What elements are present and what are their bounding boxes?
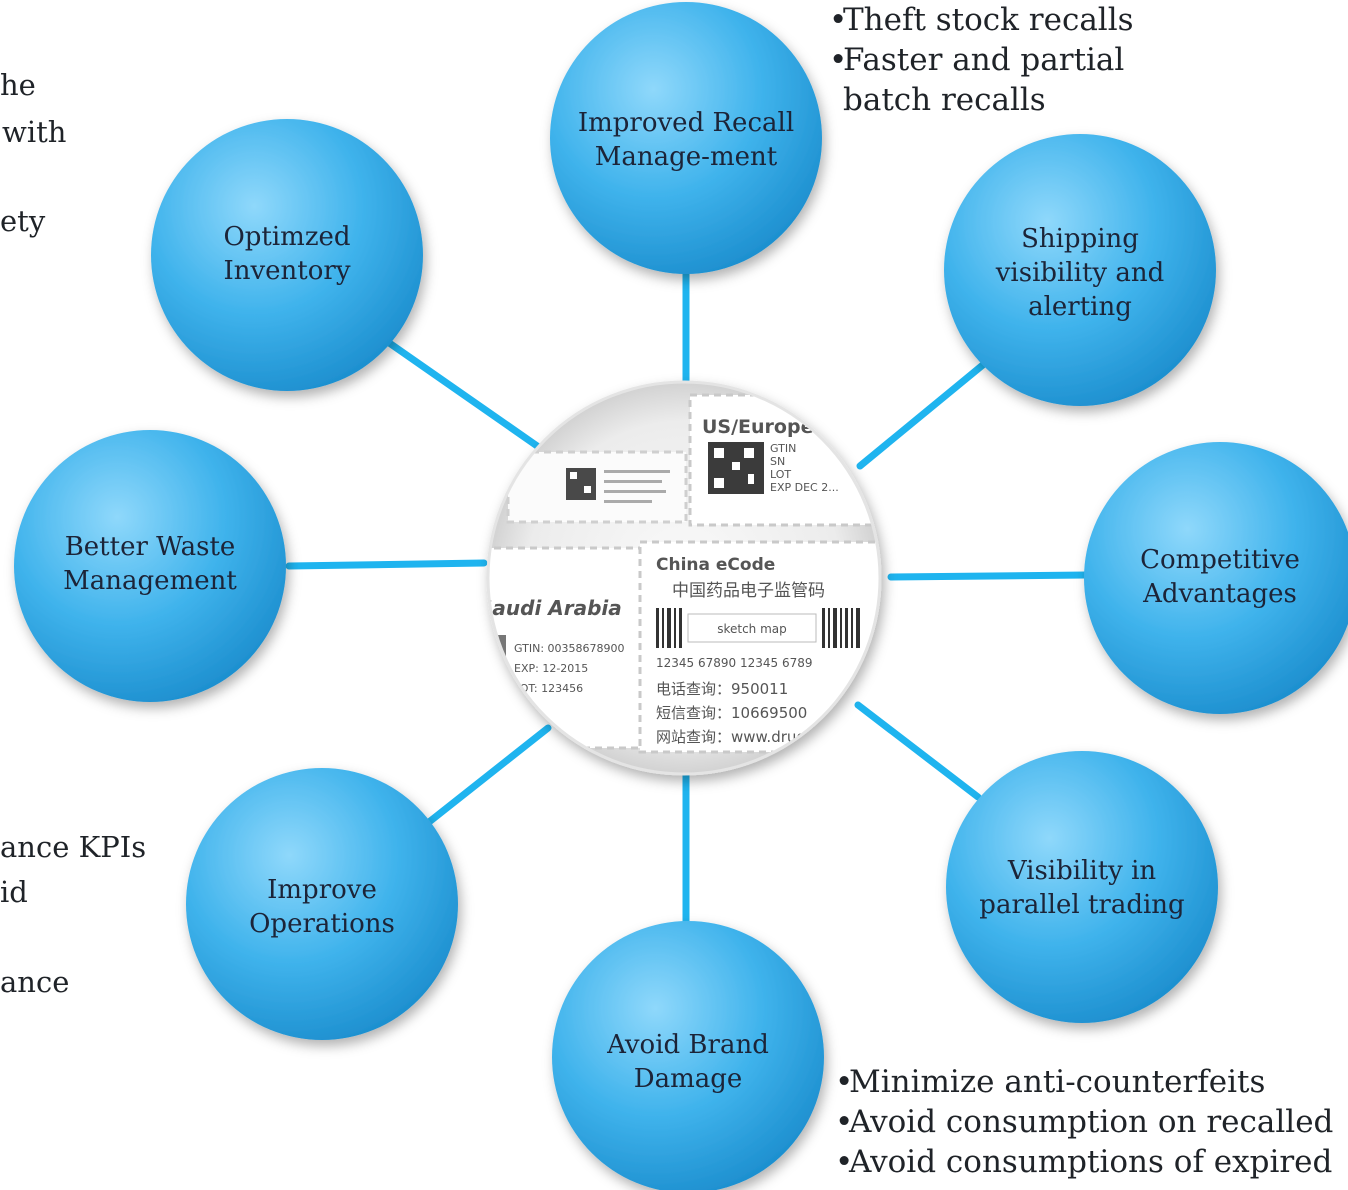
us-field-lot: LOT xyxy=(770,468,791,481)
barcode xyxy=(656,608,860,648)
bubble-operations xyxy=(186,768,458,1040)
sa-field-exp: EXP: 12-2015 xyxy=(514,662,588,675)
bubble-shipping xyxy=(944,134,1216,406)
sa-field-lot: LOT: 123456 xyxy=(514,682,583,695)
callout-item: Minimize anti-counterfeits xyxy=(835,1062,1333,1102)
bubble-parallel xyxy=(946,751,1218,1023)
web-line: 网站查询：www.drug xyxy=(656,728,806,746)
fragment-top-2: with xyxy=(2,115,67,149)
connector-parallel xyxy=(854,701,982,801)
node-parallel xyxy=(946,751,1218,1023)
hub-image: US/Europe GTIN SN LOT EXP DEC 2... xyxy=(478,380,882,776)
callout-item: Avoid consumptions of expired xyxy=(835,1142,1333,1182)
callout-item: Theft stock recalls xyxy=(829,0,1159,40)
sketch-map-label: sketch map xyxy=(717,622,787,636)
node-waste xyxy=(14,430,286,702)
sms-line: 短信查询：10669500 xyxy=(656,704,807,722)
connectors xyxy=(285,264,1090,936)
fragment-bottom-2: id xyxy=(0,875,28,909)
phone-line: 电话查询：950011 xyxy=(656,680,788,698)
connector-inventory xyxy=(381,336,544,452)
node-shipping xyxy=(944,134,1216,406)
callout-item: Avoid consumption on recalled xyxy=(835,1102,1333,1142)
us-field-exp: EXP DEC 2... xyxy=(770,481,839,494)
connector-operations xyxy=(420,724,552,830)
china-ecode-title: China eCode xyxy=(656,555,775,575)
us-field-sn: SN xyxy=(770,455,785,468)
bubble-waste xyxy=(14,430,286,702)
node-competitive xyxy=(1084,442,1348,714)
us-field-gtin: GTIN xyxy=(770,442,796,455)
brand-callout: Minimize anti-counterfeits Avoid consump… xyxy=(835,1062,1333,1182)
china-ecode-label: China eCode 中国药品电子监管码 ske xyxy=(638,540,880,754)
node-recall xyxy=(550,2,822,274)
bubble-recall xyxy=(550,2,822,274)
callout-item: Faster and partial batch recalls xyxy=(829,40,1159,120)
barcode-digits: 12345 67890 12345 6789 xyxy=(656,656,813,670)
node-inventory xyxy=(151,119,423,391)
fragment-bottom-1: ance KPIs xyxy=(0,830,147,864)
connector-shipping xyxy=(856,360,988,470)
node-operations xyxy=(186,768,458,1040)
china-ecode-cn-title: 中国药品电子监管码 xyxy=(672,581,825,601)
bubble-brand xyxy=(552,921,824,1190)
node-brand xyxy=(552,921,824,1190)
bubble-competitive xyxy=(1084,442,1348,714)
us-europe-title: US/Europe xyxy=(702,416,813,438)
sa-field-gtin: GTIN: 00358678900 xyxy=(514,642,625,655)
bubble-inventory xyxy=(151,119,423,391)
saudi-arabia-title: Saudi Arabia xyxy=(478,596,622,620)
connector-waste xyxy=(285,559,488,570)
fragment-top-1: he xyxy=(0,68,36,102)
connector-competitive xyxy=(887,571,1090,581)
fragment-top-3: ety xyxy=(0,204,46,238)
recall-callout: Theft stock recalls Faster and partial b… xyxy=(829,0,1159,120)
fragment-bottom-3: ance xyxy=(0,965,70,999)
small-code-label xyxy=(506,450,688,524)
